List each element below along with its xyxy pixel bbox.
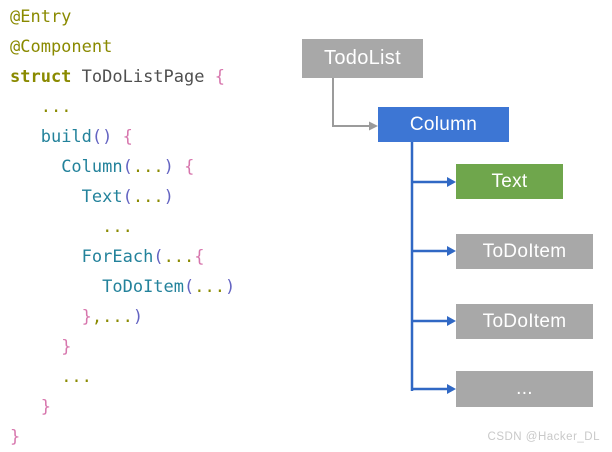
code-line: }: [10, 332, 235, 362]
code-token: [10, 307, 82, 327]
code-line: },...): [10, 302, 235, 332]
code-token: ...: [163, 247, 195, 267]
code-token: [10, 97, 41, 117]
code-token: }: [81, 307, 92, 327]
code-line: ToDoItem(...): [10, 272, 235, 302]
node-more: ...: [456, 371, 593, 407]
code-token: [112, 127, 122, 147]
code-token: {: [122, 127, 133, 147]
code-token: (: [122, 157, 133, 177]
node-todoitem-1-label: ToDoItem: [482, 240, 567, 262]
code-token: ): [224, 277, 236, 297]
code-token: ...: [61, 367, 92, 387]
node-more-label: ...: [516, 378, 533, 399]
code-token: Text: [81, 187, 123, 207]
arrowhead-column: [369, 121, 378, 131]
code-token: ...: [132, 157, 164, 177]
code-token: [10, 157, 61, 177]
code-token: @Component: [10, 37, 113, 57]
code-token: }: [10, 427, 21, 447]
code-token: [10, 367, 61, 387]
code-token: [10, 127, 41, 147]
node-todoitem-1: ToDoItem: [456, 234, 593, 269]
code-token: (: [122, 187, 133, 207]
node-column-label: Column: [409, 113, 478, 135]
code-token: [10, 277, 102, 297]
code-token: [174, 157, 184, 177]
code-line: ...: [10, 92, 235, 122]
code-token: ToDoItem: [102, 277, 185, 297]
code-line: }: [10, 422, 235, 452]
code-token: build: [40, 127, 92, 147]
code-panel: @Entry @Component struct ToDoListPage { ..…: [10, 2, 235, 452]
code-line: }: [10, 392, 235, 422]
code-token: ...: [102, 217, 133, 237]
code-token: struct: [10, 67, 72, 87]
node-todoitem-2: ToDoItem: [456, 304, 593, 339]
code-token: ...: [132, 187, 164, 207]
code-token: ): [132, 307, 144, 327]
node-text-label: Text: [491, 170, 528, 192]
code-line: ...: [10, 212, 235, 242]
code-line: build() {: [10, 122, 235, 152]
node-column: Column: [378, 107, 509, 142]
code-token: ...: [102, 307, 133, 327]
code-token: Column: [61, 157, 123, 177]
connector-todolist-column: [332, 78, 369, 127]
node-todolist-label: TodoList: [324, 47, 401, 69]
code-token: [10, 247, 82, 267]
node-todoitem-2-label: ToDoItem: [482, 310, 567, 332]
node-todolist: TodoList: [302, 39, 423, 78]
code-token: {: [184, 157, 195, 177]
code-token: ForEach: [81, 247, 154, 267]
code-line: @Entry: [10, 2, 235, 32]
code-line: Column(...) {: [10, 152, 235, 182]
watermark: CSDN @Hacker_DL: [487, 431, 600, 443]
code-line: struct ToDoListPage {: [10, 62, 235, 92]
code-line: ...: [10, 362, 235, 392]
code-token: (: [184, 277, 195, 297]
code-token: {: [194, 247, 205, 267]
node-text: Text: [456, 164, 563, 199]
code-token: [10, 337, 61, 357]
code-token: ...: [194, 277, 225, 297]
arrowhead-more: [447, 384, 456, 394]
code-token: [10, 217, 102, 237]
code-token: {: [214, 67, 225, 87]
code-token: }: [40, 397, 51, 417]
code-token: [10, 397, 41, 417]
code-line: ForEach(...{: [10, 242, 235, 272]
code-line: @Component: [10, 32, 235, 62]
code-token: ToDoListPage: [71, 67, 215, 87]
code-token: (: [153, 247, 164, 267]
code-line: Text(...): [10, 182, 235, 212]
code-token: ): [163, 157, 174, 177]
arrowhead-todoitem-1: [447, 246, 456, 256]
code-token: ...: [40, 97, 72, 117]
arrowhead-todoitem-2: [447, 316, 456, 326]
code-token: (): [91, 127, 113, 147]
code-token: ,: [91, 307, 103, 327]
code-token: }: [61, 337, 72, 357]
code-token: ): [163, 187, 174, 207]
code-token: @Entry: [10, 7, 72, 27]
arrowhead-text: [447, 177, 456, 187]
code-token: [10, 187, 82, 207]
